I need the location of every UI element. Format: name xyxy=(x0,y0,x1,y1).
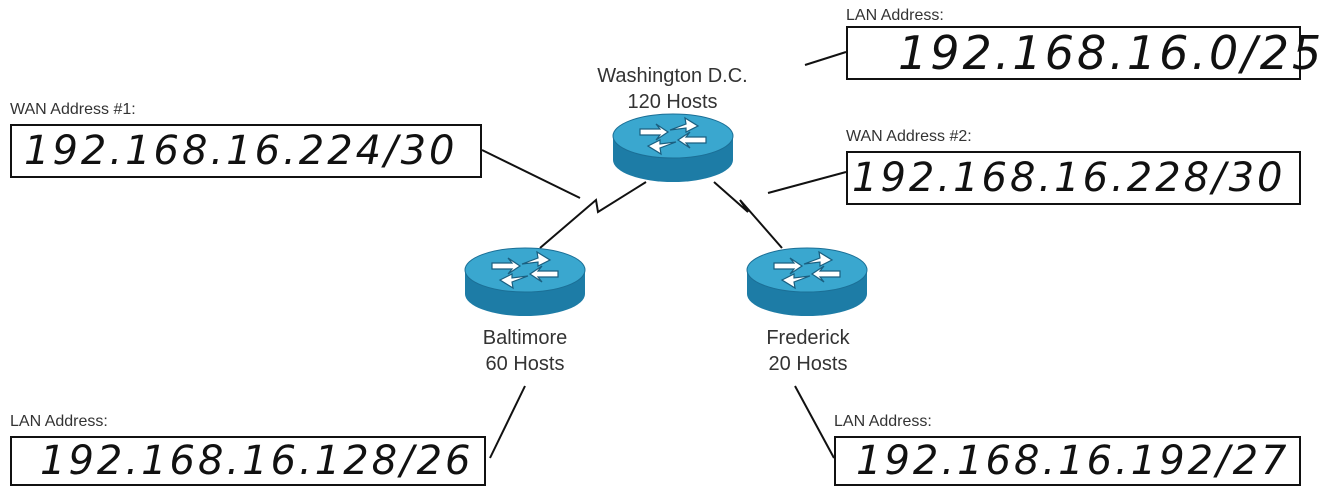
frederick-router-icon[interactable] xyxy=(744,244,870,320)
wan1-serial-link xyxy=(539,181,647,249)
baltimore-lan-address: 192.168.16.128/26 xyxy=(40,438,474,484)
wan2-address-box: 192.168.16.228/30 xyxy=(846,151,1301,205)
baltimore-lan-leader xyxy=(489,385,526,459)
baltimore-router-icon[interactable] xyxy=(462,244,588,320)
dc-lan-leader xyxy=(804,51,847,66)
wan1-leader xyxy=(481,149,581,199)
dc-lan-label: LAN Address: xyxy=(846,7,944,24)
baltimore-lan-label: LAN Address: xyxy=(10,413,108,430)
wan1-address: 192.168.16.224/30 xyxy=(24,128,458,174)
wan2-label: WAN Address #2: xyxy=(846,128,972,145)
baltimore-site-label: Baltimore 60 Hosts xyxy=(455,325,595,377)
baltimore-lan-address-box: 192.168.16.128/26 xyxy=(10,436,486,486)
dc-lan-address: 192.168.16.0/25 xyxy=(898,26,1324,80)
wan2-leader xyxy=(767,171,847,194)
wan2-address: 192.168.16.228/30 xyxy=(852,155,1286,201)
washington-site-label: Washington D.C. 120 Hosts xyxy=(585,63,760,115)
frederick-name: Frederick xyxy=(766,327,850,349)
baltimore-name: Baltimore xyxy=(482,327,568,349)
dc-lan-address-box: 192.168.16.0/25 xyxy=(846,26,1321,80)
washington-hosts: 120 Hosts xyxy=(627,91,718,113)
wan1-label: WAN Address #1: xyxy=(10,101,136,118)
frederick-lan-label: LAN Address: xyxy=(834,413,932,430)
washington-router-icon[interactable] xyxy=(610,110,736,186)
washington-name: Washington D.C. xyxy=(597,65,748,87)
frederick-hosts: 20 Hosts xyxy=(768,353,848,375)
frederick-lan-leader xyxy=(794,385,835,459)
frederick-site-label: Frederick 20 Hosts xyxy=(738,325,878,377)
frederick-lan-address: 192.168.16.192/27 xyxy=(856,438,1290,484)
wan1-address-box: 192.168.16.224/30 xyxy=(10,124,482,178)
wan2-serial-link xyxy=(713,181,783,249)
frederick-lan-address-box: 192.168.16.192/27 xyxy=(834,436,1301,486)
baltimore-hosts: 60 Hosts xyxy=(485,353,565,375)
